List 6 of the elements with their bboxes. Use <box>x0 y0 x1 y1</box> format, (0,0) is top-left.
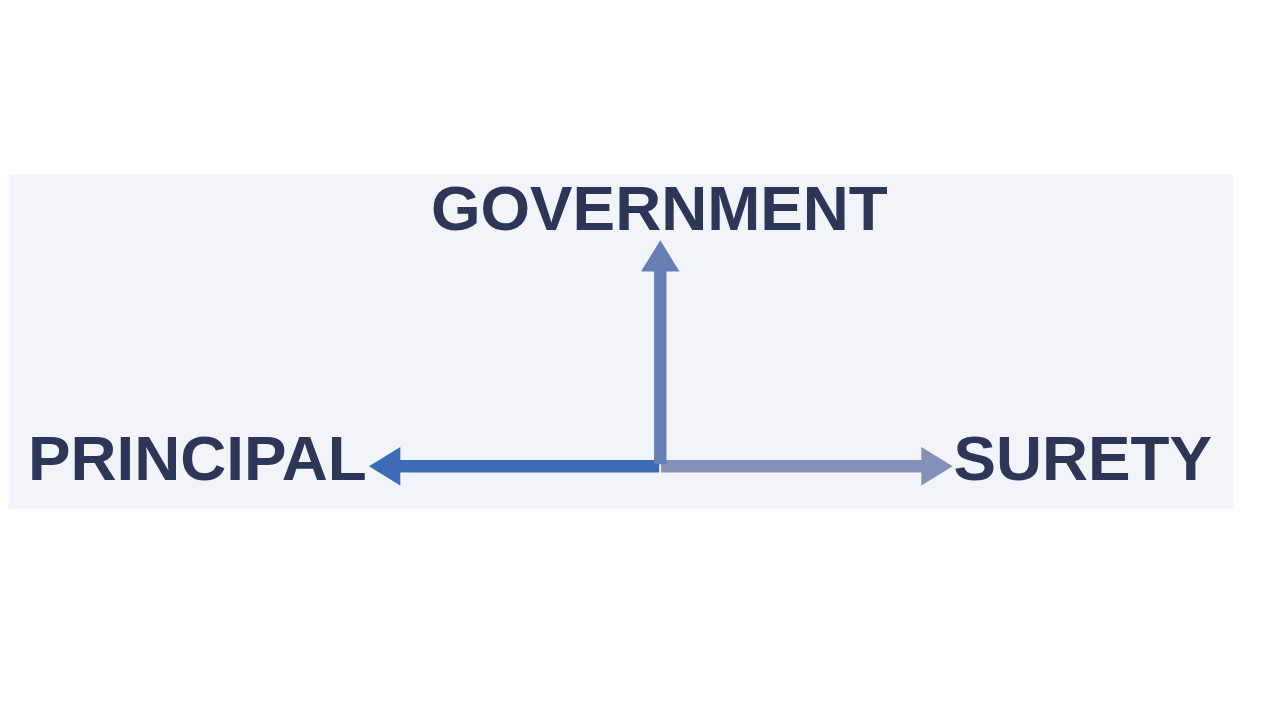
node-text: PRINCIPAL <box>27 421 367 494</box>
node-text: SURETY <box>953 421 1212 494</box>
node-text: GOVERNMENT <box>430 171 888 244</box>
arrow <box>661 446 953 485</box>
arrow <box>641 239 680 464</box>
arrow <box>368 446 660 485</box>
